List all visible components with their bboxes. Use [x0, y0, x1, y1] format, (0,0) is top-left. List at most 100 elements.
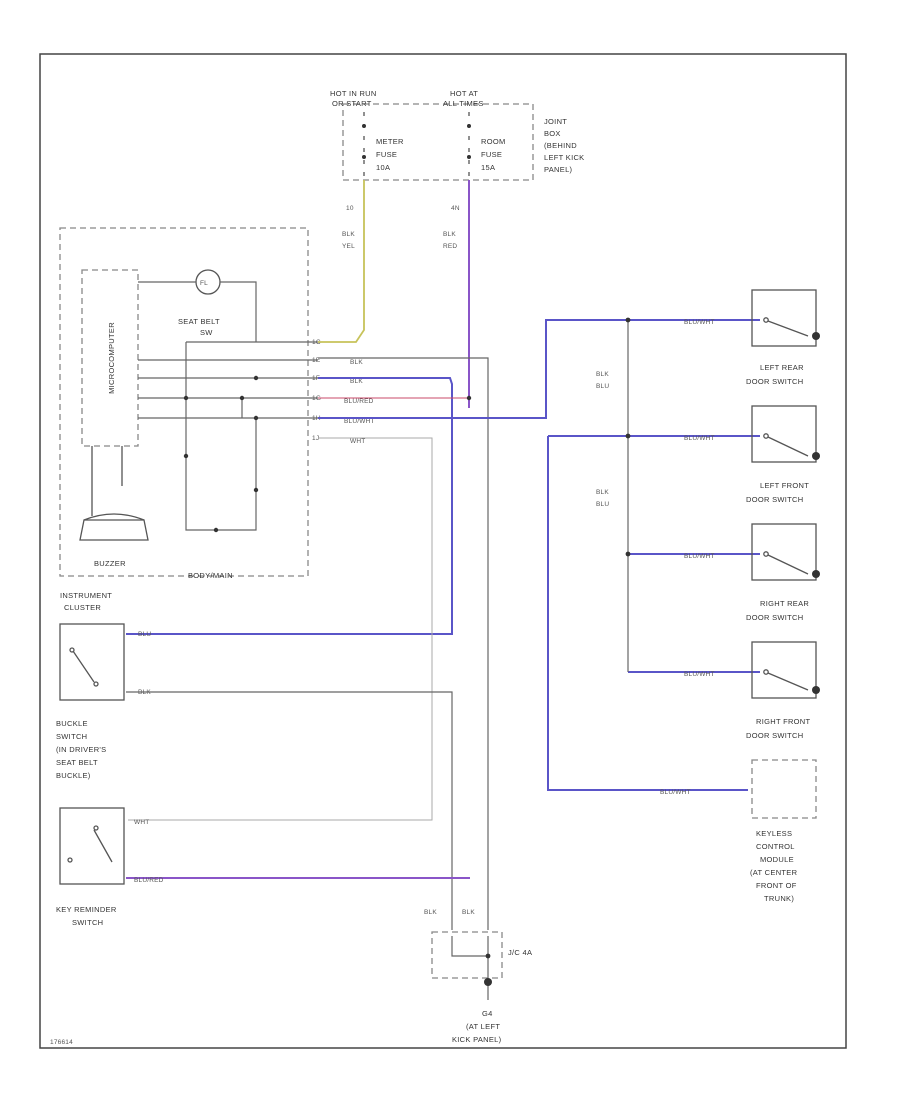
- keyless-label-2: CONTROL: [756, 842, 795, 851]
- blk-red-label-1: BLK: [443, 231, 456, 238]
- module-outline: [59, 227, 309, 577]
- blk-jc-label-2: BLK: [462, 909, 475, 916]
- left-rear-label-1: LEFT REAR: [760, 363, 804, 372]
- keyless-label-3: MODULE: [760, 855, 794, 864]
- meter-fuse-label-3: 10A: [376, 163, 390, 172]
- wire-blu-wht-door: [318, 319, 628, 419]
- blk-yel-label-2: YEL: [342, 243, 355, 250]
- wire-num-10: 10: [346, 205, 354, 212]
- room-fuse-node-bottom: [467, 155, 471, 159]
- buzzer-icon: [79, 519, 149, 541]
- ground-point-icon: [484, 978, 492, 986]
- switch-lever-icon: [767, 672, 809, 691]
- blu-wht-lf: BLU/WHT: [684, 435, 715, 442]
- buckle-label-1: BUCKLE: [56, 719, 88, 728]
- wire-label-wht: WHT: [350, 438, 365, 445]
- right-front-label-2: DOOR SWITCH: [746, 731, 803, 740]
- buckle-lever-icon: [72, 650, 95, 683]
- node-g: [213, 527, 219, 533]
- hot-at-label-1: HOT AT: [450, 89, 478, 98]
- jc-wires: [451, 936, 490, 1000]
- wire-label-blk-2: BLK: [350, 378, 363, 385]
- key-reminder-switch: WHT BLU/RED KEY REMINDER SWITCH: [56, 807, 470, 927]
- ground-label-2: (AT LEFT: [466, 1022, 500, 1031]
- switch-contact: [763, 669, 769, 675]
- key-reminder-label-1: KEY REMINDER: [56, 905, 117, 914]
- left-rear-door-switch: LEFT REAR DOOR SWITCH: [746, 289, 820, 386]
- buzzer-label: BUZZER: [94, 559, 126, 568]
- blk-blu-label-2a: BLK: [596, 489, 609, 496]
- joint-box-outline: [342, 103, 534, 181]
- junction-connector: BLK BLK J/C 4A G4 (AT LEFT KICK PANEL): [424, 909, 532, 1044]
- node-rr: [625, 551, 631, 557]
- blk-yel-label-1: BLK: [342, 231, 355, 238]
- joint-box-label-5: PANEL): [544, 165, 573, 174]
- hot-run-label-2: OR START: [332, 99, 372, 108]
- switch-ground-dot: [812, 686, 820, 694]
- hot-at-label-2: ALL TIMES: [443, 99, 484, 108]
- blu-red-key-label: BLU/RED: [134, 877, 164, 884]
- right-front-label-1: RIGHT FRONT: [756, 717, 811, 726]
- left-rear-label-2: DOOR SWITCH: [746, 377, 803, 386]
- buzzer-leads: [91, 446, 123, 516]
- blk-blu-label-1b: BLU: [596, 383, 609, 390]
- left-rear-switch-box: [751, 289, 817, 347]
- wire-blu-cluster: [126, 377, 453, 635]
- microcomputer-box: [81, 269, 139, 447]
- switch-lever-icon: [767, 554, 809, 575]
- buckle-label-3: (IN DRIVER'S: [56, 745, 106, 754]
- node-f: [253, 487, 259, 493]
- joint-box-label-4: LEFT KICK: [544, 153, 585, 162]
- node-c: [239, 395, 245, 401]
- blk-jc-label-1: BLK: [424, 909, 437, 916]
- seat-belt-sw-label-2: SW: [200, 328, 213, 337]
- right-front-switch-box: [751, 641, 817, 699]
- buckle-label-5: BUCKLE): [56, 771, 91, 780]
- node-bluered: [466, 395, 472, 401]
- keyless-box: [751, 759, 817, 819]
- internal-loop: [185, 342, 257, 531]
- instrument-cluster-label-2: CLUSTER: [64, 603, 101, 612]
- keyless-label-5: FRONT OF: [756, 881, 797, 890]
- keyless-label-6: TRUNK): [764, 894, 794, 903]
- buckle-contact: [69, 647, 75, 653]
- door-switches: BLK BLU BLK BLU BLU/WHT BLU/WHT BLU/WHT …: [547, 289, 820, 903]
- wire-label-blk-1: BLK: [350, 359, 363, 366]
- room-fuse-label-1: ROOM: [481, 137, 506, 146]
- key-contact: [93, 825, 99, 831]
- module-label: BODY/MAIN: [188, 571, 233, 580]
- joint-box-label-2: BOX: [544, 129, 561, 138]
- diagram-id: 176614: [50, 1039, 73, 1046]
- blk-blu-label-1a: BLK: [596, 371, 609, 378]
- room-fuse-node-top: [467, 124, 471, 128]
- switch-contact: [763, 551, 769, 557]
- lamp-mark: FL: [200, 280, 208, 287]
- keyless-label-4: (AT CENTER: [750, 868, 798, 877]
- conn-1h: 1H: [312, 415, 321, 422]
- left-front-label-2: DOOR SWITCH: [746, 495, 803, 504]
- meter-fuse-label-2: FUSE: [376, 150, 397, 159]
- buckle-switch: INSTRUMENT CLUSTER BLU BLK BUCKLE SWITCH…: [56, 591, 453, 930]
- blu-cluster-label: BLU: [138, 631, 151, 638]
- blu-wht-rf: BLU/WHT: [684, 671, 715, 678]
- room-fuse-label-3: 15A: [481, 163, 495, 172]
- node-lf: [625, 433, 631, 439]
- blu-wht-rr: BLU/WHT: [684, 553, 715, 560]
- left-front-door-switch: LEFT FRONT DOOR SWITCH: [746, 405, 820, 504]
- ground-label-1: G4: [482, 1009, 493, 1018]
- switch-contact: [763, 317, 769, 323]
- meter-fuse-label-1: METER: [376, 137, 404, 146]
- right-rear-door-switch: RIGHT REAR DOOR SWITCH: [746, 523, 820, 622]
- buzzer-top: [83, 513, 145, 521]
- meter-fuse-node-top: [362, 124, 366, 128]
- switch-ground-dot: [812, 332, 820, 340]
- switch-lever-icon: [767, 436, 809, 457]
- ground-label-3: KICK PANEL): [452, 1035, 502, 1044]
- conn-1g: 1G: [312, 395, 321, 402]
- buckle-switch-box: [59, 623, 125, 701]
- joint-box: HOT IN RUN OR START HOT AT ALL TIMES MET…: [330, 89, 585, 181]
- keyless-control-module: KEYLESS CONTROL MODULE (AT CENTER FRONT …: [750, 759, 817, 903]
- node-lr: [625, 317, 631, 323]
- hot-run-label-1: HOT IN RUN: [330, 89, 377, 98]
